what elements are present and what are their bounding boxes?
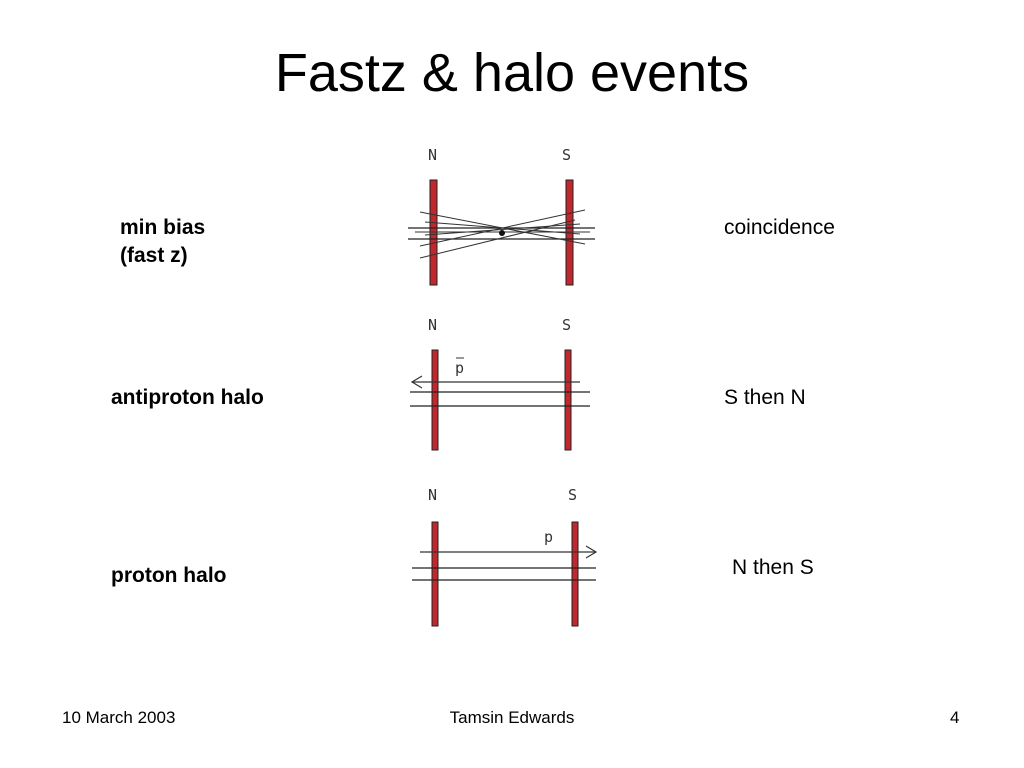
north-label: N bbox=[428, 146, 437, 164]
interaction-point bbox=[499, 230, 505, 236]
spray-tracks bbox=[415, 209, 590, 259]
south-counter bbox=[571, 521, 579, 627]
south-counter bbox=[564, 349, 572, 451]
north-label: N bbox=[428, 486, 437, 504]
north-label: N bbox=[428, 316, 437, 334]
south-label: S bbox=[562, 316, 571, 334]
row-label-line: (fast z) bbox=[120, 244, 188, 267]
south-label: S bbox=[562, 146, 571, 164]
arrow-left-icon bbox=[410, 375, 423, 389]
antiproton-halo-diagram: N S p bbox=[410, 316, 590, 451]
row-label-proton-halo: proton halo bbox=[111, 564, 227, 587]
row-result-coincidence: coincidence bbox=[724, 216, 835, 239]
row-label-line: min bias bbox=[120, 216, 206, 239]
particle-label-proton: p bbox=[544, 528, 553, 546]
slide-title: Fastz & halo events bbox=[274, 43, 750, 103]
min-bias-diagram: N S bbox=[408, 146, 595, 286]
south-label: S bbox=[568, 486, 577, 504]
row-result-n-then-s: N then S bbox=[732, 556, 814, 579]
row-label-antiproton-halo: antiproton halo bbox=[111, 386, 264, 409]
north-counter bbox=[431, 521, 439, 627]
north-counter bbox=[431, 349, 439, 451]
row-result-s-then-n: S then N bbox=[724, 386, 806, 409]
row-label-min-bias: min bias (fast z) bbox=[120, 214, 205, 270]
page-number: 4 bbox=[950, 708, 960, 727]
footer-date: 10 March 2003 bbox=[62, 708, 176, 727]
particle-label-antiproton: p bbox=[455, 359, 464, 377]
footer-author: Tamsin Edwards bbox=[449, 708, 575, 727]
arrow-right-icon bbox=[585, 545, 598, 559]
proton-halo-diagram: N S p bbox=[412, 486, 598, 627]
